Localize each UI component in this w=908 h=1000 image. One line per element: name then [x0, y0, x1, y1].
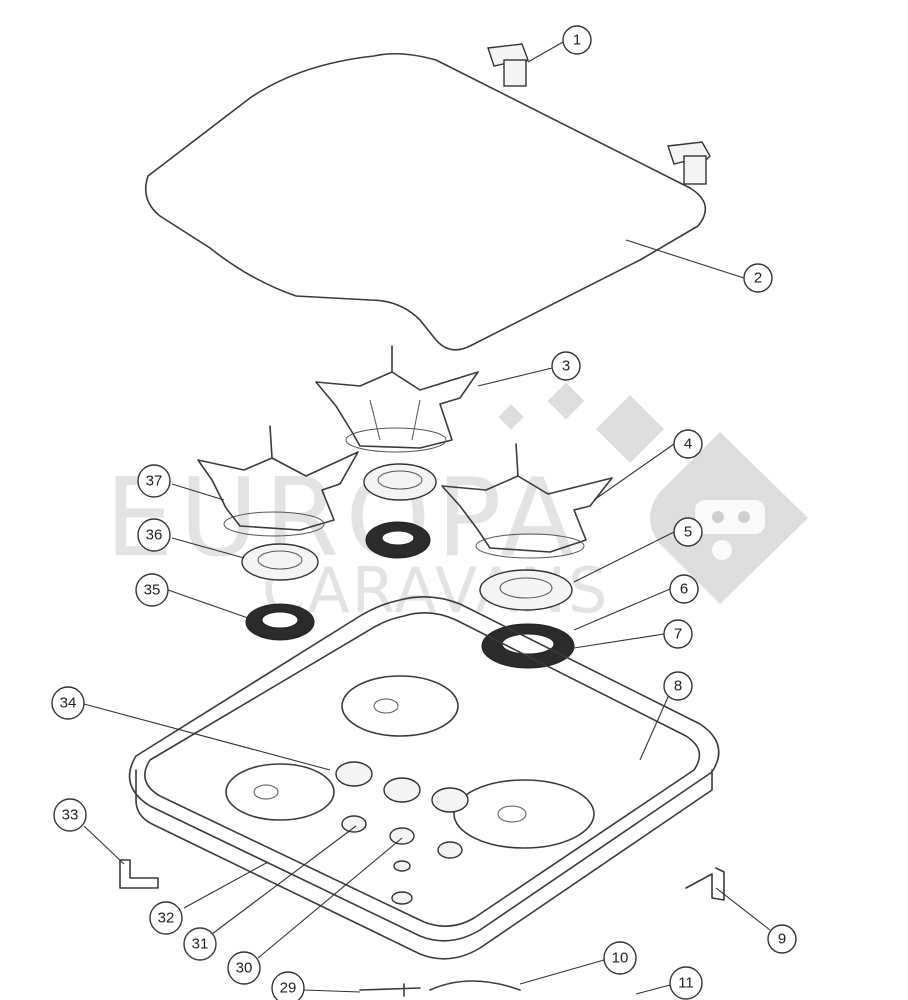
svg-text:29: 29: [280, 980, 297, 997]
part-6-7-burner-ring: [481, 623, 575, 669]
callout-11: 11: [669, 966, 703, 1000]
part-4-pan-support: [441, 443, 613, 559]
watermark-badge-dot-a: [712, 511, 724, 523]
burner-ring-centre: [365, 521, 431, 559]
svg-text:7: 7: [674, 626, 682, 643]
leader-lines: [83, 41, 771, 995]
callout-29: 29: [271, 971, 305, 1000]
callout-31: 31: [183, 927, 217, 961]
part-5-burner-cap: [479, 569, 573, 611]
svg-text:33: 33: [62, 807, 79, 824]
hob-knobs: [335, 761, 469, 905]
callout-9: 9: [767, 924, 797, 954]
watermark-badge-wheel: [712, 540, 732, 560]
part-36-burner-cap: [241, 543, 319, 581]
svg-text:3: 3: [562, 358, 570, 375]
part-37-pan-support: [197, 425, 359, 537]
svg-text:37: 37: [146, 473, 163, 490]
svg-text:11: 11: [678, 975, 694, 992]
svg-text:35: 35: [144, 582, 161, 599]
watermark: EUROPA CARAVANS: [105, 382, 808, 627]
watermark-line1: EUROPA: [105, 456, 580, 581]
callout-35: 35: [135, 573, 169, 607]
svg-text:36: 36: [146, 527, 163, 544]
hob-frame: [128, 596, 720, 960]
svg-text:34: 34: [60, 695, 77, 712]
callout-36: 36: [137, 518, 171, 552]
part-3-pan-support: [315, 345, 479, 453]
callout-2: 2: [743, 263, 773, 293]
svg-text:9: 9: [778, 931, 786, 948]
svg-text:2: 2: [754, 270, 762, 287]
svg-text:32: 32: [158, 910, 175, 927]
callout-32: 32: [149, 901, 183, 935]
part-35-burner-ring: [245, 603, 315, 641]
callout-4: 4: [673, 429, 703, 459]
watermark-badge-dot-b: [738, 511, 750, 523]
svg-text:4: 4: [684, 436, 692, 453]
part-29-fittings: [359, 980, 521, 997]
svg-text:5: 5: [684, 524, 692, 541]
watermark-badge-window: [695, 500, 765, 534]
part-9-bracket: [685, 867, 725, 901]
svg-text:1: 1: [573, 32, 581, 49]
watermark-diamond-large: [596, 395, 664, 463]
callout-33: 33: [53, 798, 87, 832]
watermark-diamond-medium: [547, 382, 585, 420]
callout-3: 3: [551, 351, 581, 381]
svg-text:6: 6: [680, 581, 688, 598]
svg-text:30: 30: [236, 960, 253, 977]
hob-burner-plates: [225, 675, 595, 849]
svg-text:8: 8: [674, 678, 682, 695]
svg-text:31: 31: [192, 936, 209, 953]
callout-34: 34: [51, 686, 85, 720]
callout-8: 8: [663, 671, 693, 701]
callout-30: 30: [227, 951, 261, 985]
part-33-bracket: [119, 859, 159, 889]
callout-5: 5: [673, 517, 703, 547]
callout-7: 7: [663, 619, 693, 649]
part-1-hinge: [487, 43, 711, 185]
callout-1: 1: [562, 25, 592, 55]
part-2-glass-lid: [144, 52, 707, 351]
callout-6: 6: [669, 574, 699, 604]
watermark-diamond-small: [498, 404, 524, 430]
callout-37: 37: [137, 464, 171, 498]
svg-text:10: 10: [612, 950, 629, 967]
burner-cap-centre: [363, 463, 437, 501]
callout-10: 10: [603, 941, 637, 975]
